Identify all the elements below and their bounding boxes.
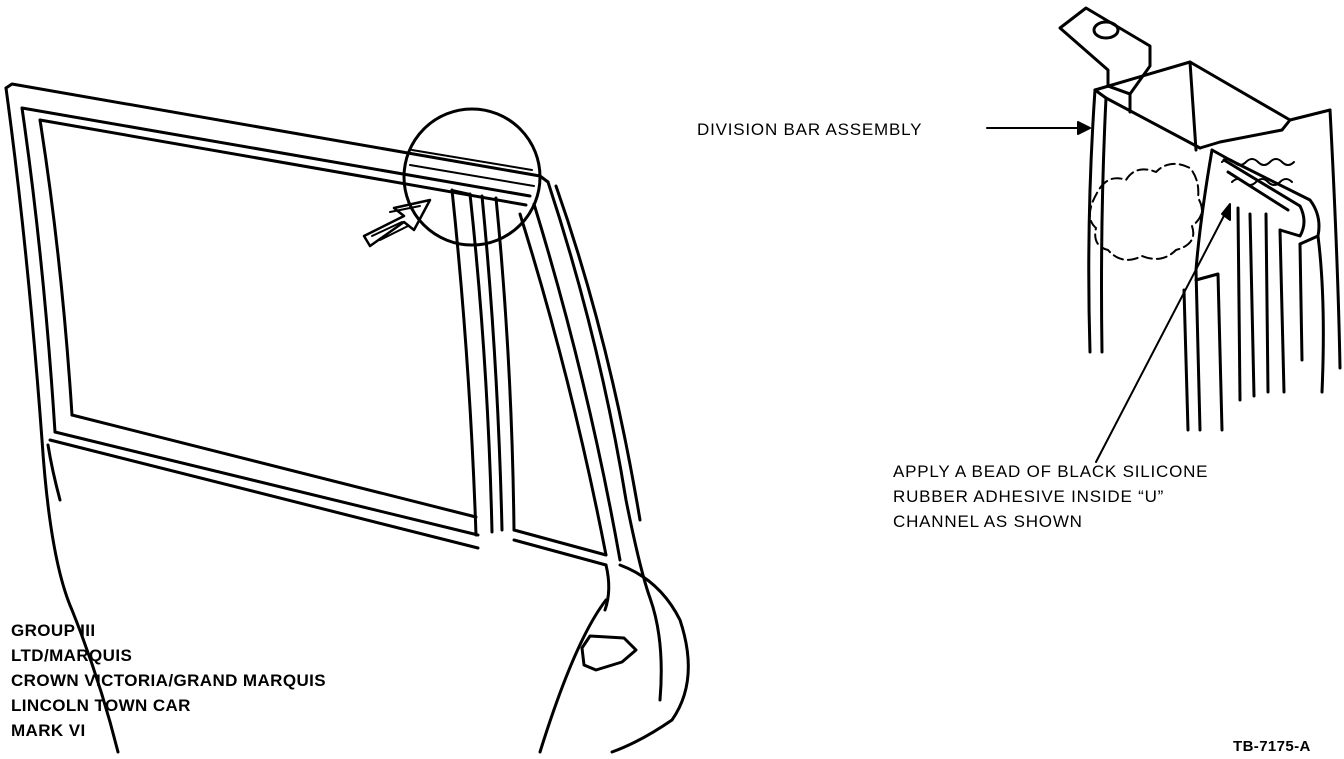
division-bar-callout: DIVISION BAR ASSEMBLY bbox=[697, 120, 923, 139]
detail-circle bbox=[402, 107, 542, 247]
division-bar-assembly bbox=[1058, 6, 1342, 432]
vehicle-group-item: CROWN VICTORIA/GRAND MARQUIS bbox=[11, 671, 326, 690]
adhesive-callout-line: RUBBER ADHESIVE INSIDE “U” bbox=[893, 487, 1165, 506]
vehicle-group-list: GROUP III LTD/MARQUIS CROWN VICTORIA/GRA… bbox=[11, 618, 326, 743]
leader-lines bbox=[986, 121, 1231, 463]
figure-number: TB-7175-A bbox=[1233, 738, 1311, 755]
door-window-frame bbox=[4, 82, 690, 754]
adhesive-callout-line: APPLY A BEAD OF BLACK SILICONE bbox=[893, 462, 1209, 481]
adhesive-callout-line: CHANNEL AS SHOWN bbox=[893, 512, 1083, 531]
vehicle-group-item: MARK VI bbox=[11, 721, 86, 740]
vehicle-group-item: LTD/MARQUIS bbox=[11, 646, 133, 665]
vehicle-group-item: LINCOLN TOWN CAR bbox=[11, 696, 191, 715]
adhesive-callout: APPLY A BEAD OF BLACK SILICONE RUBBER AD… bbox=[893, 459, 1208, 534]
vehicle-group-item: GROUP III bbox=[11, 621, 96, 640]
pointer-arrow bbox=[362, 198, 432, 248]
